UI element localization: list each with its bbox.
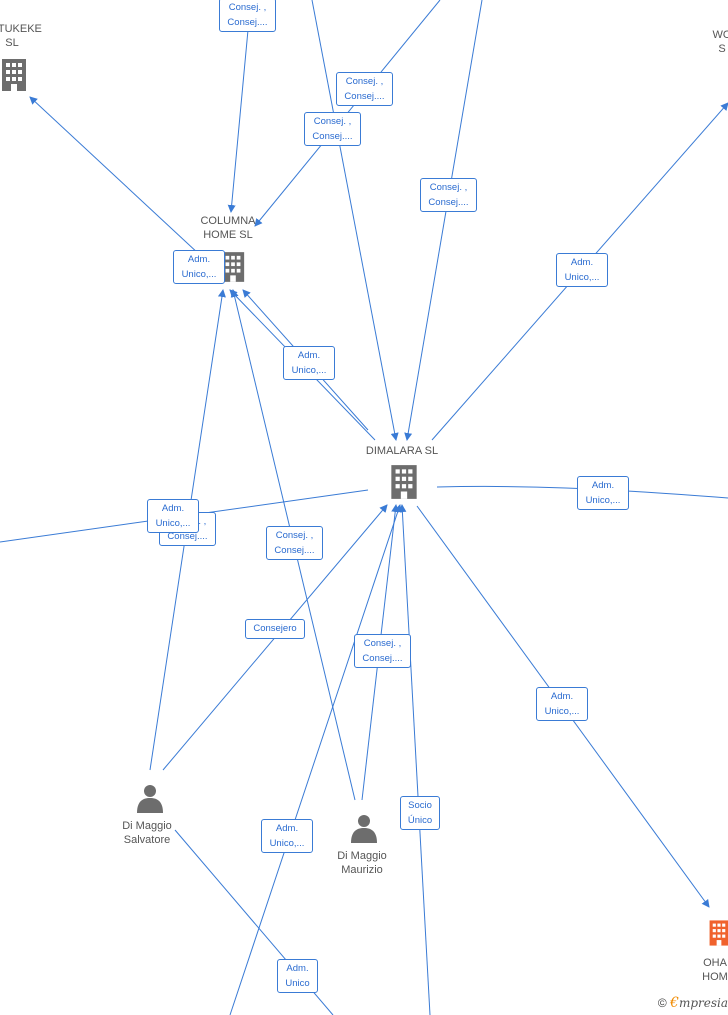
edge-label-line: Unico,... <box>564 272 600 283</box>
edge-label-line: Consejero <box>253 623 297 634</box>
node-label-columna[interactable]: COLUMNA HOME SL <box>200 214 255 242</box>
edge-label[interactable]: Consej. , Consej.... <box>304 112 361 146</box>
edge-label[interactable]: Consej. , Consej.... <box>336 72 393 106</box>
building-icon[interactable] <box>389 463 419 501</box>
edge-label-line: Consej. , <box>313 116 352 127</box>
edge-label-line: Unico,... <box>181 269 217 280</box>
edge-label-line: Unico <box>285 978 310 989</box>
edge-label-line: Adm. <box>591 480 615 491</box>
node-label-oha[interactable]: OHA HOM <box>702 956 728 984</box>
edge-label[interactable]: Consej. , Consej.... <box>420 178 477 212</box>
edge-label[interactable]: Adm. Unico,... <box>536 687 588 721</box>
node-name-line: SL <box>5 37 19 49</box>
edge-label-line: Consej.... <box>167 531 208 542</box>
brand-name: mpresia <box>678 996 728 1010</box>
footer-credit[interactable]: © €mpresia <box>658 995 728 1011</box>
edge-dimalara-right <box>436 485 728 499</box>
edge-label[interactable]: Adm. Unico,... <box>556 253 608 287</box>
edge-label[interactable]: Adm. Unico <box>277 959 318 993</box>
node-name-line: HOME SL <box>203 229 253 241</box>
edge-label-line: Consej.... <box>274 545 315 556</box>
edge-label[interactable]: Adm. Unico,... <box>147 499 199 533</box>
node-label-ertukeke[interactable]: RTUKEKE SL <box>0 22 42 50</box>
edge-label-line: Consej. , <box>228 2 267 13</box>
edge-topright-dimalara <box>404 0 483 441</box>
edge-label-line: Unico,... <box>291 365 327 376</box>
edge-label-line: Consej. , <box>345 76 384 87</box>
person-icon[interactable] <box>135 783 165 813</box>
edge-label-line: Consej.... <box>428 197 469 208</box>
edge-label[interactable]: Adm. Unico,... <box>261 819 313 853</box>
edge-label-line: Consej.... <box>312 131 353 142</box>
edge-label-line: Consej. , <box>363 638 402 649</box>
edge-label-line: Adm. <box>286 963 309 974</box>
edge-label[interactable]: Adm. Unico,... <box>173 250 225 284</box>
edge-label-line: Socio <box>408 800 432 811</box>
node-name-line: WO <box>712 29 728 41</box>
node-name-line: HOM <box>702 971 728 983</box>
edge-label-line: Unico,... <box>544 706 580 717</box>
node-name-line: RTUKEKE <box>0 23 42 35</box>
edge-label-line: Consej. , <box>429 182 468 193</box>
node-name-line: COLUMNA <box>200 215 256 227</box>
node-name-line: S <box>718 43 726 55</box>
edge-label[interactable]: Adm. Unico,... <box>577 476 629 510</box>
building-icon[interactable] <box>220 250 246 284</box>
brand-logo-initial: € <box>670 995 679 1011</box>
node-name-line: Salvatore <box>123 834 171 846</box>
edge-label-line: Adm. <box>297 350 321 361</box>
edge-label-line: Consej. , <box>275 530 314 541</box>
node-label-maurizio[interactable]: Di Maggio Maurizio <box>337 849 387 877</box>
edge-label[interactable]: Consejero <box>245 619 305 639</box>
copyright-icon: © <box>657 996 667 1010</box>
edge-columna-ertukeke <box>29 96 201 256</box>
edge-label-line: Adm. <box>275 823 299 834</box>
edge-label[interactable]: Socio Único <box>400 796 440 830</box>
building-icon[interactable] <box>0 57 28 93</box>
edge-label-line: Único <box>407 815 433 826</box>
edge-bottom-dimalara-socio <box>398 504 431 1015</box>
edge-label-line: Adm. <box>161 503 185 514</box>
edge-label-line: Unico,... <box>155 518 191 529</box>
node-label-dimalara[interactable]: DIMALARA SL <box>366 444 438 458</box>
edge-label-line: Consej.... <box>227 17 268 28</box>
edge-label-line: Adm. <box>187 254 211 265</box>
edge-label[interactable]: Consej. , Consej.... <box>266 526 323 560</box>
node-name-line: Di Maggio <box>122 820 172 832</box>
node-name-line: OHA <box>703 957 727 969</box>
edge-label-line: Adm. <box>550 691 574 702</box>
edge-top-dimalara <box>311 0 399 441</box>
node-label-wo[interactable]: WO S <box>713 28 728 56</box>
edge-label-line: Consej.... <box>344 91 385 102</box>
node-label-salvatore[interactable]: Di Maggio Salvatore <box>122 819 172 847</box>
node-name-line: Di Maggio <box>337 850 387 862</box>
node-name-line: Maurizio <box>341 864 383 876</box>
edge-label[interactable]: Consej. , Consej.... <box>219 0 276 32</box>
edge-top-columna <box>227 29 249 213</box>
node-name-line: DIMALARA SL <box>365 445 439 457</box>
edge-label[interactable]: Adm. Unico,... <box>283 346 335 380</box>
building-icon[interactable] <box>708 916 728 950</box>
edge-label-line: Consej.... <box>362 653 403 664</box>
edge-bottom-dimalara-adm <box>229 504 402 1015</box>
edge-label-line: Adm. <box>570 257 594 268</box>
edge-label-line: Unico,... <box>585 495 621 506</box>
person-icon[interactable] <box>349 813 379 843</box>
edge-label-line: Unico,... <box>269 838 305 849</box>
edge-label[interactable]: Consej. , Consej.... <box>354 634 411 668</box>
